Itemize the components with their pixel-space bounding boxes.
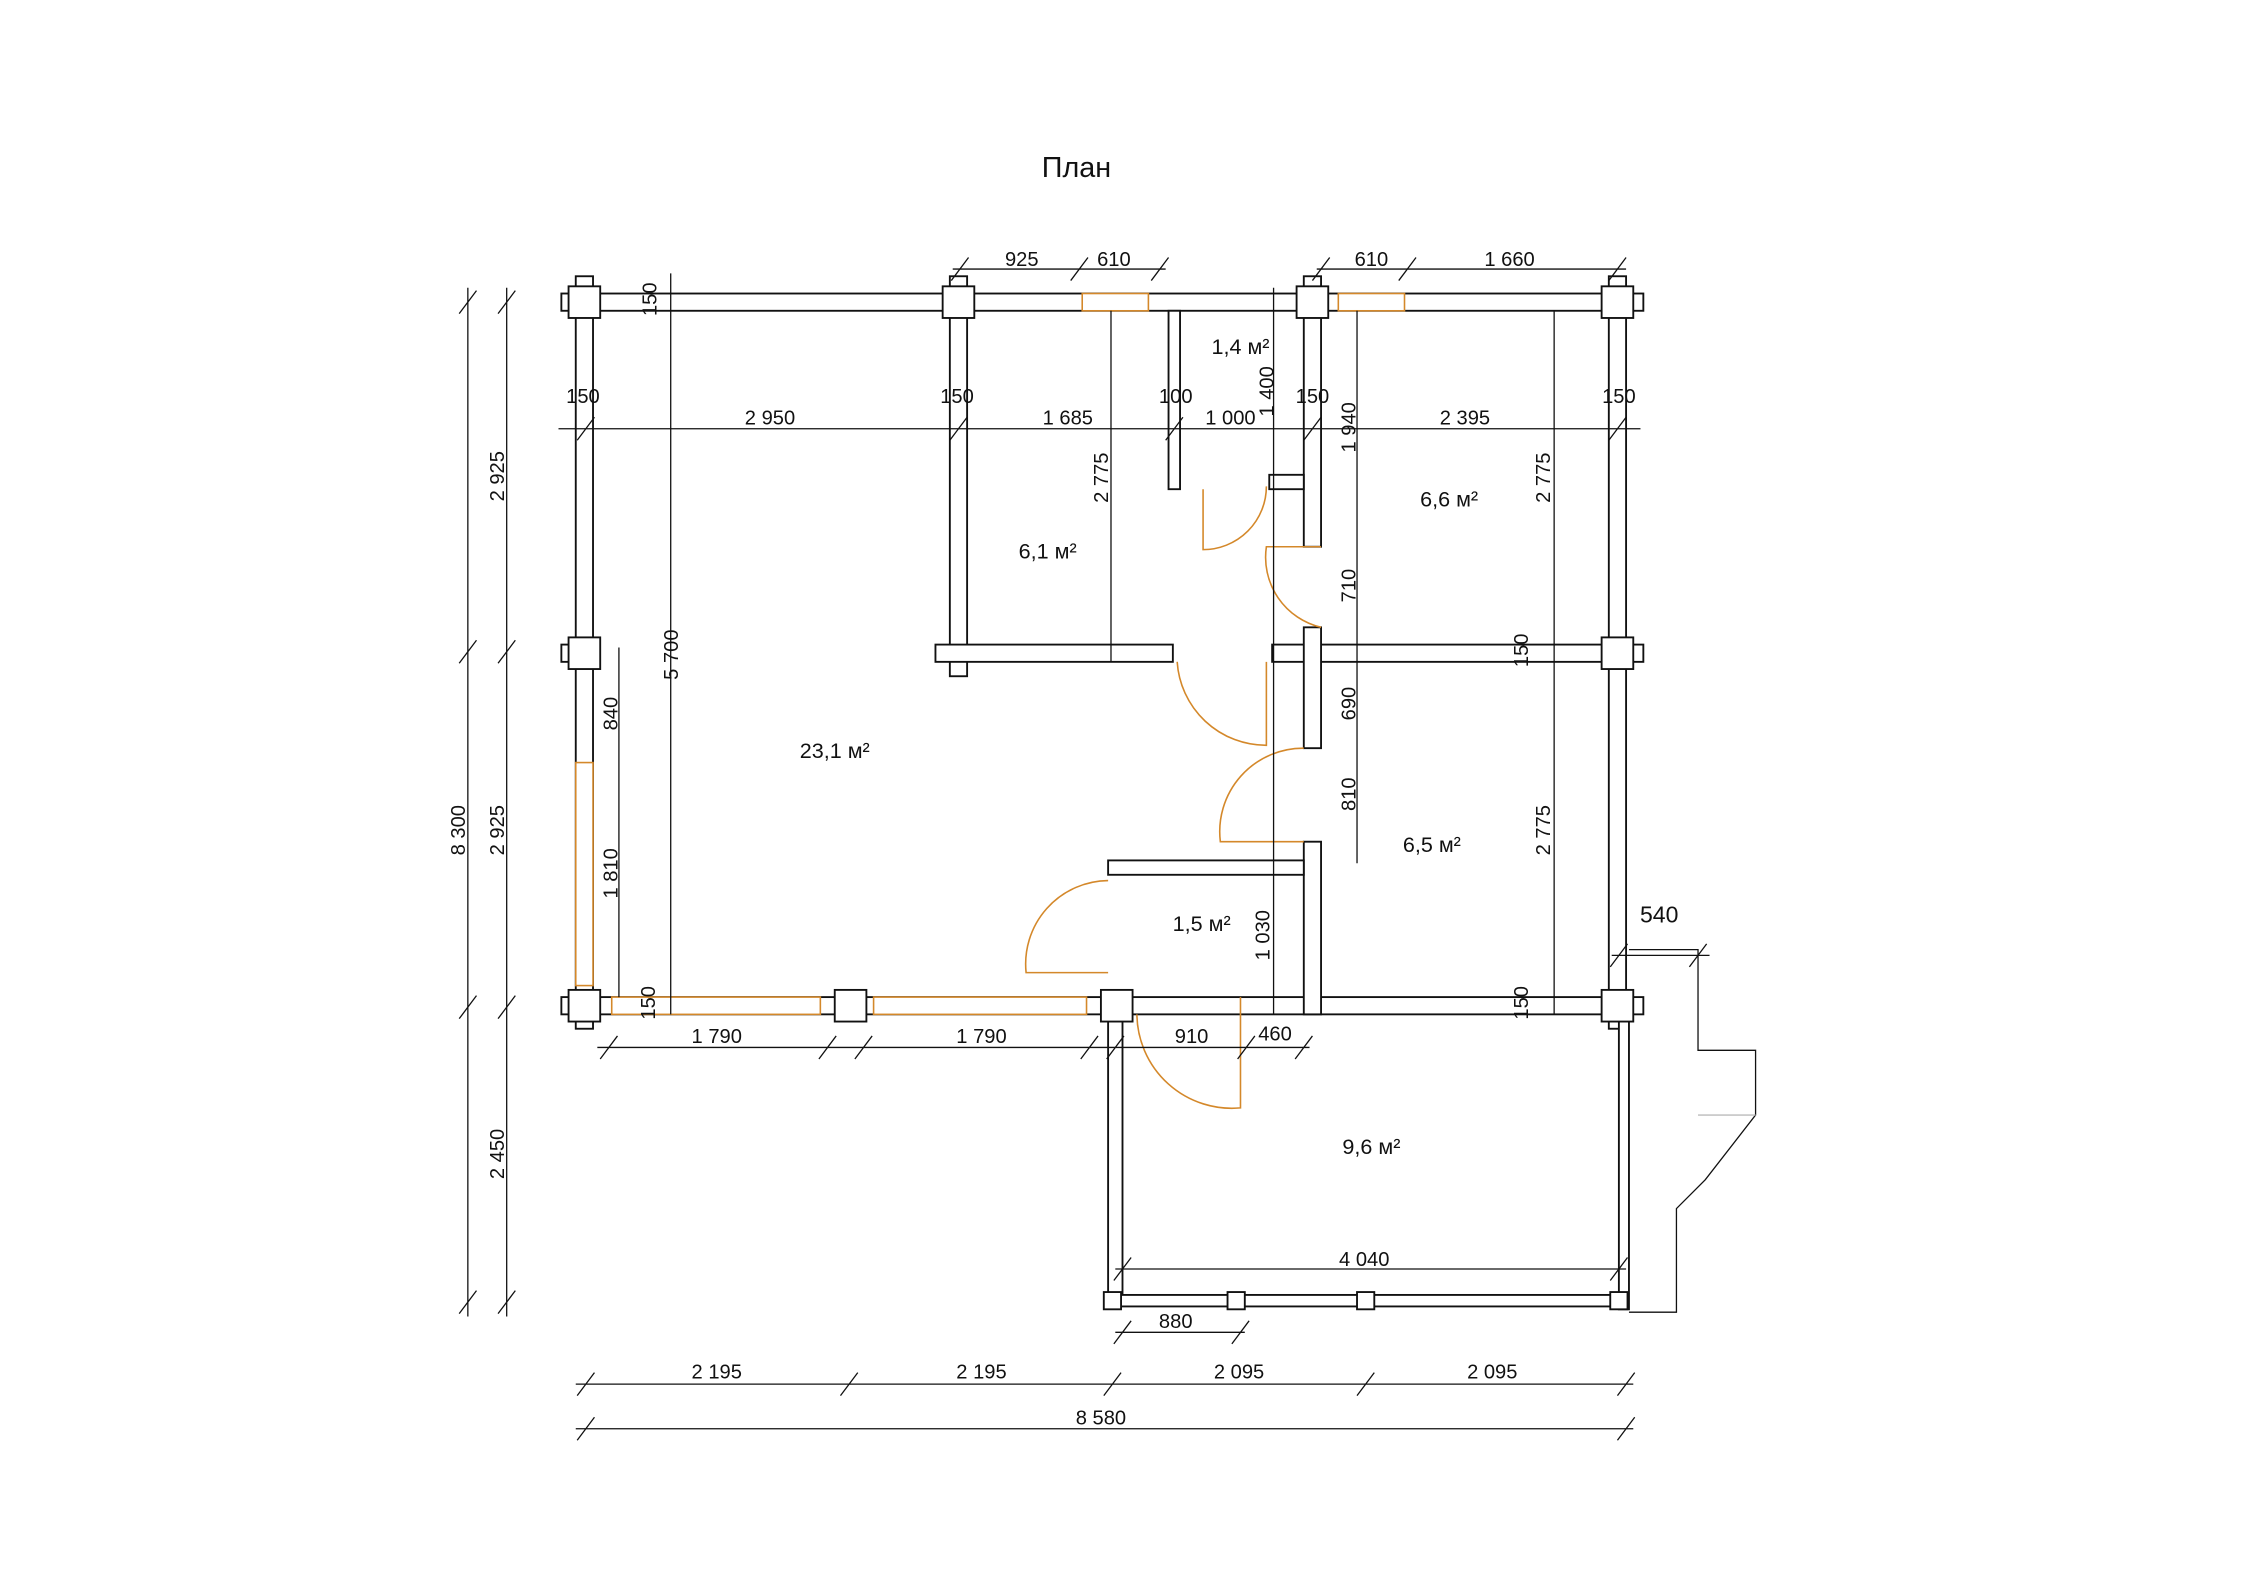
dim-label: 2 925 — [487, 451, 509, 501]
dimension-tick — [1398, 257, 1417, 281]
dim-label: 150 — [638, 986, 660, 1020]
room-area: 1,5 м² — [1173, 911, 1231, 936]
dimension-tick — [1616, 1416, 1636, 1441]
dim-label: 1 790 — [956, 1026, 1006, 1048]
dimension-tick — [1688, 943, 1708, 968]
dim-label: 2 950 — [745, 407, 795, 429]
dim-label: 4 040 — [1339, 1249, 1389, 1271]
dim-label: 880 — [1159, 1311, 1193, 1333]
dim-label: 840 — [600, 697, 622, 731]
posts — [567, 285, 1635, 1311]
dim-label: 8 580 — [1076, 1407, 1126, 1429]
dim-label: 1 790 — [692, 1026, 742, 1048]
dimension-tick — [1356, 1372, 1375, 1397]
dim-label: 5 700 — [661, 629, 683, 679]
dim-label: 150 — [1296, 386, 1330, 408]
room-area: 9,6 м² — [1342, 1134, 1400, 1159]
dimension-tick — [1150, 257, 1170, 281]
dim-label: 2 395 — [1440, 407, 1490, 429]
dim-label: 150 — [1511, 986, 1533, 1020]
dimension-tick — [1080, 1035, 1099, 1060]
dim-label: 150 — [566, 386, 600, 408]
dim-label: 2 925 — [487, 805, 509, 855]
dimension-tick — [1103, 1372, 1122, 1397]
dim-label: 1 400 — [1257, 366, 1279, 416]
room-area: 6,6 м² — [1420, 486, 1478, 511]
dimension-tick — [1106, 1035, 1125, 1060]
dim-label: 810 — [1339, 777, 1361, 811]
dim-label: 1 685 — [1043, 407, 1093, 429]
dim-label: 1 660 — [1484, 249, 1534, 271]
dimension-tick — [1070, 257, 1089, 281]
dimension-tick — [1113, 1320, 1132, 1345]
dimension-tick — [1231, 1320, 1250, 1345]
dim-label: 8 300 — [448, 805, 470, 855]
dim-label: 1 940 — [1339, 402, 1361, 452]
dimension-tick — [458, 290, 477, 315]
doors — [1024, 486, 1322, 1110]
dim-label: 2 095 — [1214, 1361, 1264, 1383]
dimension-tick — [458, 639, 477, 664]
dimension-tick — [1608, 257, 1627, 281]
dim-label: 150 — [940, 386, 974, 408]
dimension-tick — [1165, 416, 1184, 441]
dimension-tick — [576, 1372, 595, 1397]
room-area: 6,5 м² — [1403, 832, 1461, 857]
dimension-tick — [949, 416, 968, 441]
dim-label: 2 775 — [1533, 452, 1555, 502]
dimension-tick — [1616, 1372, 1636, 1397]
dimension-tick — [576, 416, 595, 441]
dimension-tick — [599, 1035, 618, 1060]
dimension-tick — [1608, 416, 1627, 441]
dimension-tick — [818, 1035, 837, 1060]
dim-label: 1 030 — [1252, 910, 1274, 960]
dimension-tick — [839, 1372, 859, 1397]
dimension-tick — [1303, 416, 1322, 441]
dim-label: 910 — [1175, 1026, 1209, 1048]
dimension-tick — [950, 257, 970, 281]
dim-label: 2 775 — [1533, 805, 1555, 855]
room-area: 6,1 м² — [1019, 538, 1077, 563]
dimension-tick — [1311, 257, 1331, 281]
dim-label: 540 — [1640, 901, 1678, 927]
dim-label: 460 — [1258, 1023, 1292, 1045]
dim-label: 690 — [1339, 687, 1361, 721]
dimension-tick — [497, 995, 516, 1020]
dim-label: 150 — [639, 282, 661, 316]
dim-label: 925 — [1005, 249, 1039, 271]
dimension-tick — [1113, 1257, 1132, 1281]
dimension-tick — [854, 1035, 873, 1060]
dim-label: 2 095 — [1467, 1361, 1517, 1383]
dim-label: 150 — [1602, 386, 1636, 408]
dimension-tick — [497, 639, 516, 664]
dim-label: 100 — [1159, 386, 1193, 408]
dimension-labels: 925 610 610 1 660 150 150 100 150 150 2 … — [448, 249, 1678, 1429]
room-area: 23,1 м² — [800, 738, 870, 763]
dim-label: 610 — [1355, 249, 1389, 271]
dim-label: 610 — [1097, 249, 1131, 271]
room-areas: 1,4 м² 6,1 м² 6,6 м² 23,1 м² 6,5 м² 1,5 … — [800, 334, 1478, 1159]
dimension-tick — [497, 1290, 516, 1315]
dimension-tick — [458, 995, 477, 1020]
dim-label: 2 195 — [692, 1361, 742, 1383]
room-area: 1,4 м² — [1211, 334, 1269, 359]
dimension-tick — [1294, 1035, 1313, 1060]
dimension-tick — [458, 1290, 477, 1315]
dimension-tick — [1609, 1257, 1629, 1281]
dimension-tick — [1237, 1035, 1256, 1060]
dim-label: 1 000 — [1205, 407, 1255, 429]
dim-label: 2 775 — [1091, 452, 1113, 502]
dim-label: 2 195 — [956, 1361, 1006, 1383]
dimension-tick — [576, 1416, 595, 1441]
dim-label: 2 450 — [487, 1129, 509, 1179]
windows — [574, 292, 1406, 1016]
dim-label: 1 810 — [600, 848, 622, 898]
dim-label: 150 — [1511, 634, 1533, 668]
dimension-tick — [497, 290, 516, 315]
walls — [560, 275, 1757, 1313]
dim-label: 710 — [1339, 569, 1361, 603]
dimension-lines — [458, 257, 1710, 1441]
plan-title: План — [1042, 152, 1111, 184]
dimension-tick — [1609, 943, 1629, 968]
